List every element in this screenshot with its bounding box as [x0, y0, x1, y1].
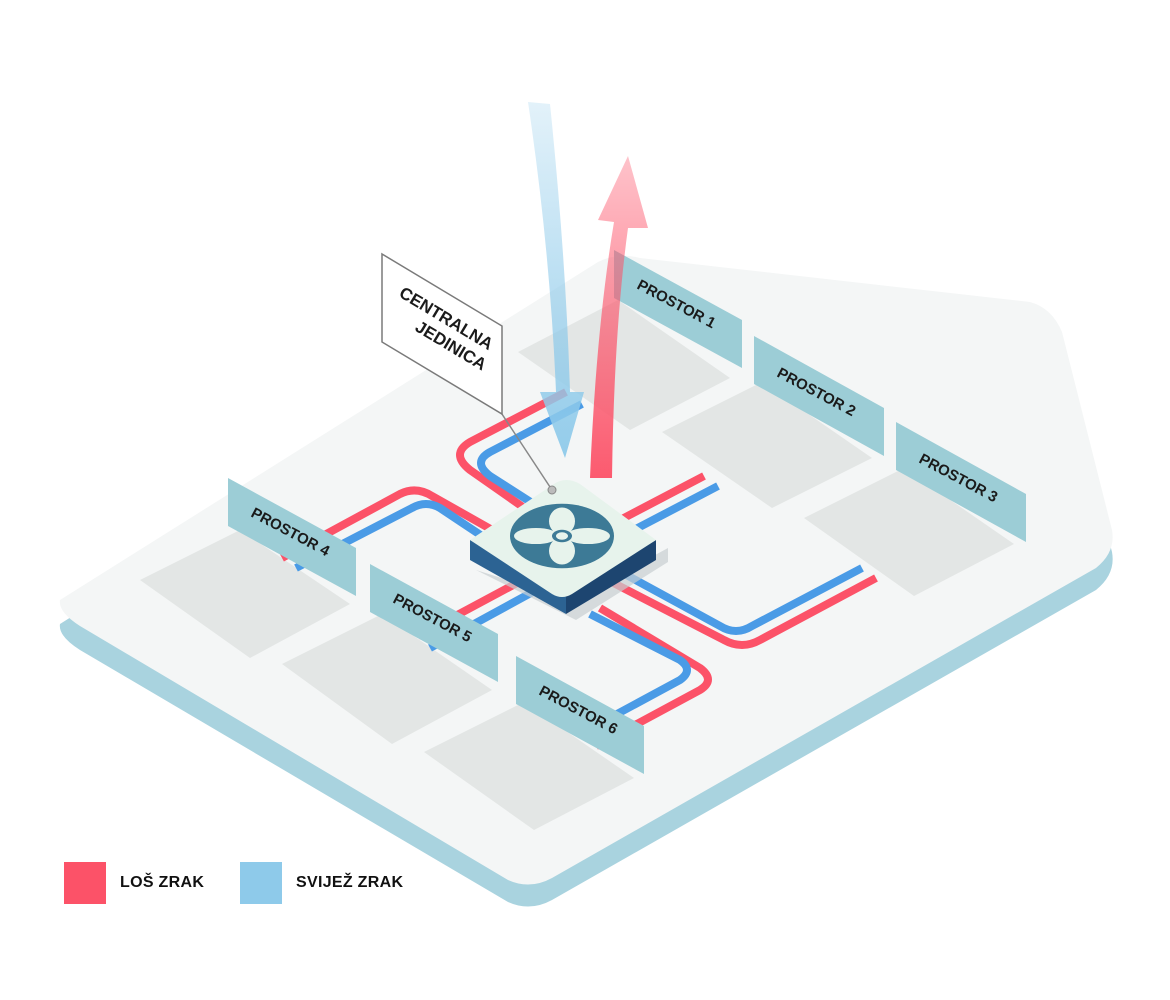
legend-swatch-bad-air [64, 862, 106, 904]
duct-red-2 [618, 472, 706, 524]
callout-dot [547, 485, 557, 495]
duct-blue-2 [628, 482, 720, 536]
fresh-air-intake-arrow [528, 102, 584, 458]
legend-label-fresh-air: SVIJEŽ ZRAK [296, 874, 404, 891]
room-pad-1 [518, 300, 730, 430]
legend-fresh-air: SVIJEŽ ZRAK [240, 862, 403, 904]
fan-icon [510, 503, 614, 569]
room-pads [140, 300, 1014, 830]
duct-blue-3 [608, 562, 864, 635]
central-unit-callout: CENTRALNA JEDINICA [381, 252, 557, 495]
legend-bad-air: LOŠ ZRAK [64, 862, 204, 904]
room-pad-6 [424, 702, 634, 830]
duct-blue-1 [477, 400, 584, 512]
unit-side-left [470, 540, 566, 614]
room-pad-3 [804, 468, 1014, 596]
duct-red-4 [280, 486, 512, 562]
room-pad-2 [662, 382, 872, 508]
unit-side-right [566, 540, 656, 614]
duct-blue-6 [578, 610, 691, 738]
legend-label-bad-air: LOŠ ZRAK [120, 874, 205, 891]
callout-leader [497, 407, 553, 491]
central-unit [470, 480, 668, 620]
duct-red-6 [594, 604, 712, 750]
legend-swatch-fresh-air [240, 862, 282, 904]
room-pad-4 [140, 530, 350, 658]
duct-red-1 [456, 388, 568, 516]
room-pad-5 [282, 614, 492, 744]
duct-blue-4 [294, 500, 503, 572]
callout-box [381, 252, 503, 416]
bad-air-exhaust-arrow [590, 156, 648, 478]
duct-red-3 [598, 572, 878, 649]
